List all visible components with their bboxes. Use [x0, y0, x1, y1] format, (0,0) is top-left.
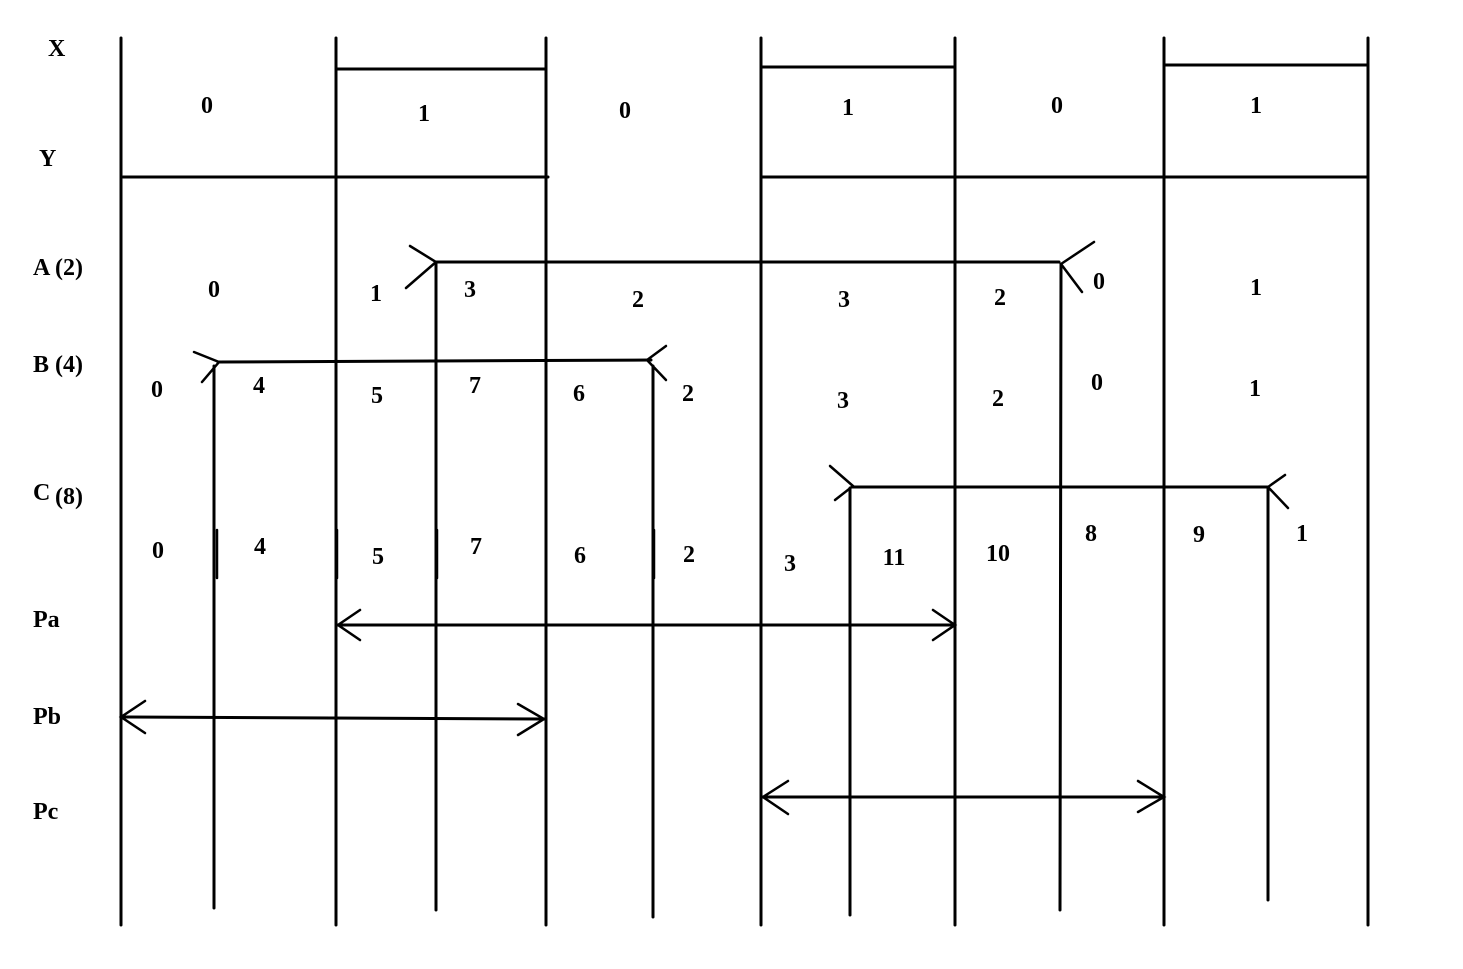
a-value: 0 [208, 277, 220, 303]
c-value: 5 [372, 544, 384, 570]
b-value: 2 [682, 381, 694, 407]
a-value: 3 [464, 277, 476, 303]
b-counter-bar [192, 344, 668, 384]
xy-value: 0 [619, 98, 631, 124]
b-value: 1 [1249, 376, 1261, 402]
c-value: 10 [986, 541, 1010, 567]
pc-arrow [760, 779, 1167, 816]
b-value: 2 [992, 386, 1004, 412]
c-value: 3 [784, 551, 796, 577]
xy-value: 0 [201, 93, 213, 119]
row-labels: X Y A (2) B (4) C (8) Pa Pb Pc [33, 36, 83, 825]
label-pc: Pc [33, 799, 59, 825]
b-values: 0 4 5 7 6 2 3 2 0 1 [151, 370, 1261, 414]
label-b: B (4) [33, 352, 83, 378]
b-value: 7 [469, 373, 481, 399]
interior-lines [212, 262, 1270, 919]
c-counter-bar [828, 464, 1290, 510]
c-value: 11 [883, 545, 906, 571]
b-value: 0 [151, 377, 163, 403]
label-x: X [48, 36, 66, 62]
a-value: 1 [1250, 275, 1262, 301]
c-value: 4 [254, 534, 266, 560]
xy-value: 0 [1051, 93, 1063, 119]
a-value: 2 [632, 287, 644, 313]
c-value: 7 [470, 534, 482, 560]
boundary-lines [119, 36, 1370, 927]
a-counter-bar [404, 240, 1096, 294]
label-c: C [33, 480, 50, 506]
label-c-suffix: (8) [55, 484, 83, 510]
label-pb: Pb [33, 704, 61, 730]
c-value: 0 [152, 538, 164, 564]
label-a: A (2) [33, 255, 83, 281]
c-row-ticks [215, 528, 656, 580]
c-value: 1 [1296, 521, 1308, 547]
c-value: 9 [1193, 522, 1205, 548]
label-y: Y [39, 146, 56, 172]
a-value: 1 [370, 281, 382, 307]
xy-value: 1 [418, 101, 430, 127]
a-value: 3 [838, 287, 850, 313]
xy-value: 1 [1250, 93, 1262, 119]
b-value: 4 [253, 373, 265, 399]
b-value: 0 [1091, 370, 1103, 396]
label-pa: Pa [33, 607, 60, 633]
pb-arrow [118, 699, 547, 737]
a-values: 0 1 3 2 3 2 0 1 [208, 269, 1262, 313]
c-value: 8 [1085, 521, 1097, 547]
b-value: 5 [371, 383, 383, 409]
xy-values: 0 1 0 1 0 1 [201, 93, 1262, 127]
xy-waveform [121, 63, 1370, 179]
b-value: 3 [837, 388, 849, 414]
c-value: 2 [683, 542, 695, 568]
c-values: 0 4 5 7 6 2 3 11 10 8 9 1 [152, 521, 1308, 577]
pa-arrow [335, 608, 958, 642]
xy-value: 1 [842, 95, 854, 121]
c-value: 6 [574, 543, 586, 569]
a-value: 0 [1093, 269, 1105, 295]
b-value: 6 [573, 381, 585, 407]
a-value: 2 [994, 285, 1006, 311]
